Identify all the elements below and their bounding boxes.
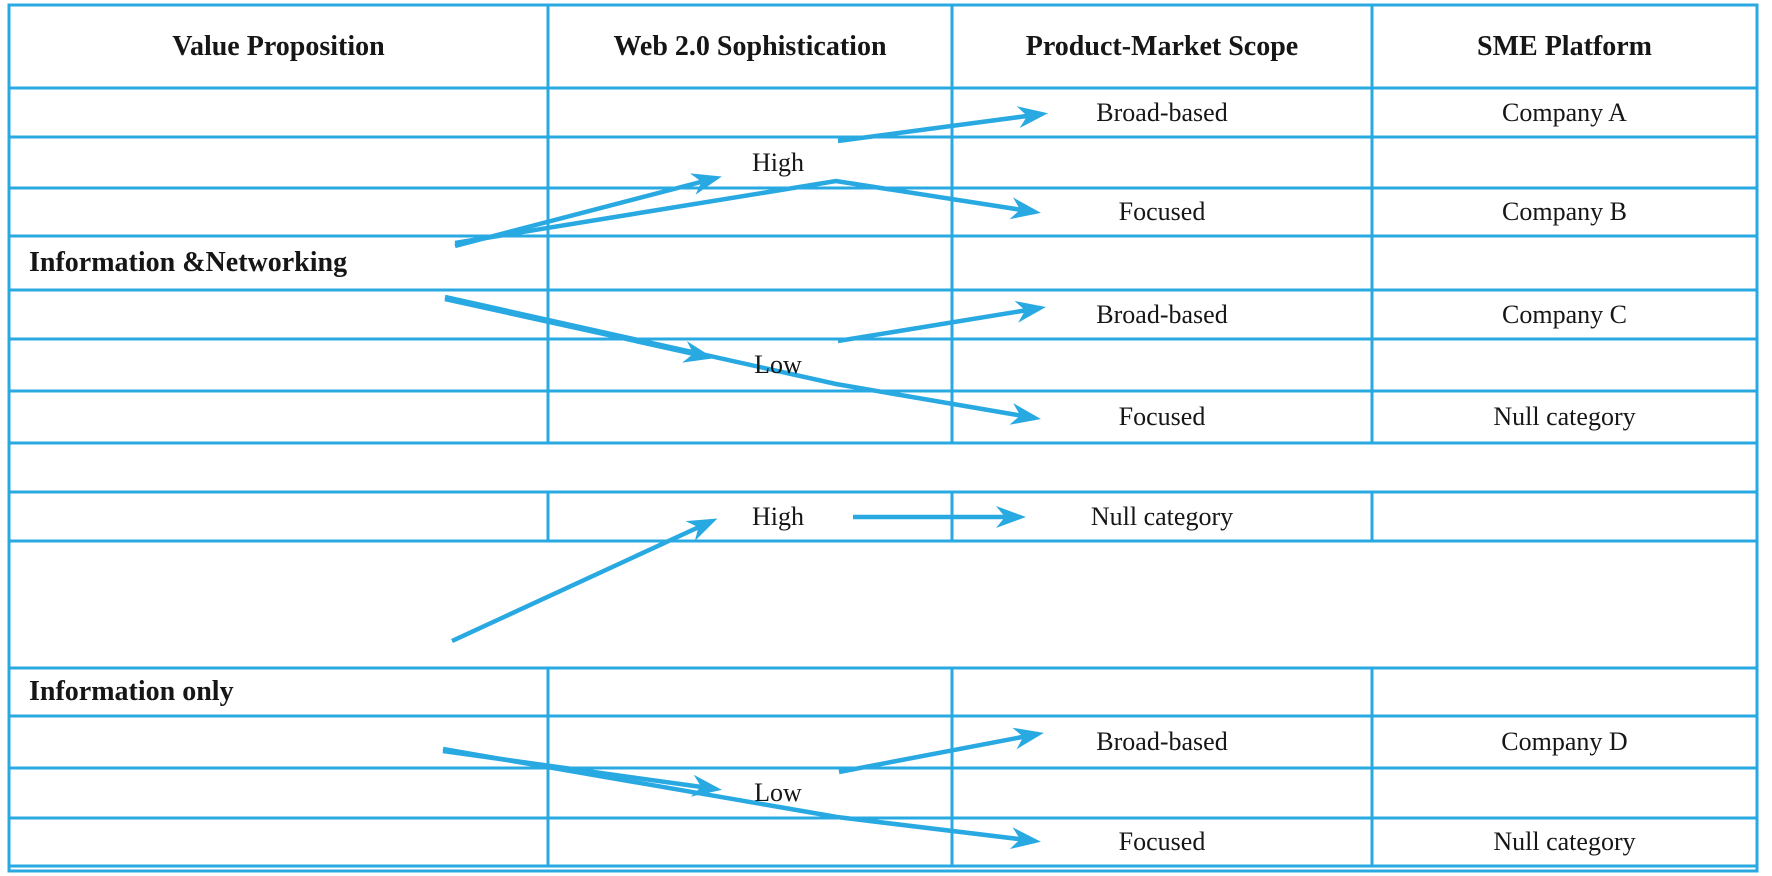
arrow-low-to-focused-nullcategory <box>444 294 1041 425</box>
platform-company-a: Company A <box>1502 97 1627 127</box>
arrow-lowlower-to-broadbased-companyd <box>838 727 1044 775</box>
column-header-web20-sophistication: Web 2.0 Sophistication <box>613 30 887 62</box>
scope-focused-c: Focused <box>1118 402 1206 431</box>
value-proposition-information-networking: Information &Networking <box>29 247 348 278</box>
sophistication-high-top: High <box>752 147 804 177</box>
platform-null-category-lower: Null category <box>1493 827 1636 856</box>
scope-focused-b: Focused <box>1118 197 1206 226</box>
platform-company-b: Company B <box>1502 197 1627 226</box>
scope-broad-based-a: Broad-based <box>1096 97 1228 127</box>
sophistication-low-upper: Low <box>754 350 802 379</box>
table-outer-border <box>7 3 1759 873</box>
arrow-infoonly-to-high-mid <box>451 518 718 644</box>
arrow-high-to-focused-companyb <box>454 178 1041 246</box>
platform-null-category-upper: Null category <box>1493 402 1636 431</box>
sophistication-low-lower: Low <box>754 778 802 807</box>
horizontal-gridlines <box>9 86 1757 868</box>
arrow-high-to-broadbased-companya <box>837 106 1048 144</box>
scope-focused-d: Focused <box>1118 827 1206 856</box>
arrow-lowlower-to-focused-nullcategory <box>442 746 1041 850</box>
column-header-value-proposition: Value Proposition <box>172 30 385 62</box>
scope-null-category-mid: Null category <box>1090 501 1234 531</box>
arrow-low-to-broadbased-companyc <box>837 301 1046 344</box>
platform-company-c: Company C <box>1502 299 1627 329</box>
connector-arrows <box>442 106 1048 850</box>
column-header-product-market-scope: Product-Market Scope <box>1025 30 1299 62</box>
value-proposition-information-only: Information only <box>29 676 234 707</box>
vertical-gridlines <box>546 5 1374 866</box>
sophistication-high-mid: High <box>752 501 804 531</box>
column-header-sme-platform: SME Platform <box>1477 30 1652 62</box>
scope-broad-based-c: Broad-based <box>1096 299 1228 329</box>
platform-company-d: Company D <box>1501 727 1628 756</box>
scope-broad-based-d: Broad-based <box>1096 727 1228 756</box>
